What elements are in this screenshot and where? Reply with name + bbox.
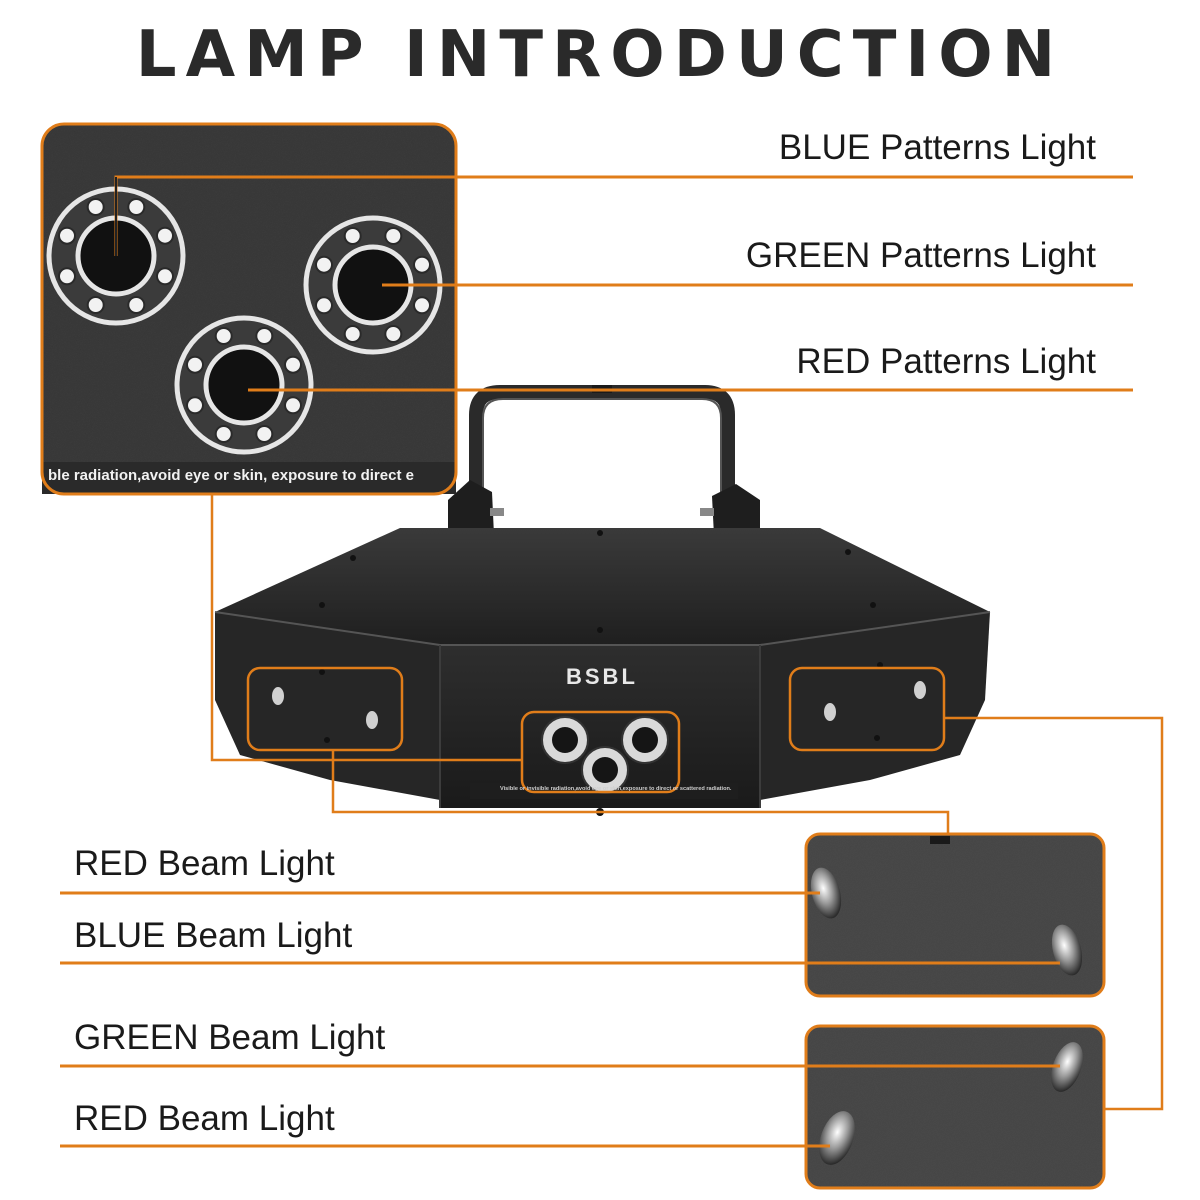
- led-dot: [413, 255, 431, 274]
- led-dot: [343, 227, 362, 245]
- label-red-beam-2: RED Beam Light: [74, 1099, 335, 1138]
- led-dot: [284, 355, 302, 374]
- led-dot: [86, 296, 105, 314]
- device-highlight-boxes: [246, 666, 946, 794]
- led-dot: [255, 425, 274, 443]
- led-dot: [58, 226, 76, 245]
- page-title: LAMP INTRODUCTION: [135, 18, 1065, 92]
- left-beam-lenses: [272, 669, 378, 743]
- front-warning-text: Visible or invisible radiation,avoid eye…: [500, 786, 732, 792]
- label-red-patterns: RED Patterns Light: [796, 342, 1096, 381]
- label-blue-beam: BLUE Beam Light: [74, 916, 353, 955]
- led-dot: [86, 198, 105, 216]
- mounting-bracket: [448, 385, 760, 550]
- led-dot: [156, 267, 174, 286]
- led-dot: [186, 396, 204, 415]
- led-dot: [156, 226, 174, 245]
- right-beam-lenses: [824, 662, 926, 741]
- beam-zoom-panel-2: [804, 1024, 1106, 1190]
- label-green-patterns: GREEN Patterns Light: [745, 236, 1096, 275]
- brand-label: BSBL: [566, 664, 638, 689]
- label-red-beam-1: RED Beam Light: [74, 844, 335, 883]
- led-dot: [343, 325, 362, 343]
- led-dot: [315, 296, 333, 315]
- beam-zoom-panel-1: [804, 832, 1106, 998]
- led-dot: [58, 267, 76, 286]
- front-pattern-lenses: [541, 716, 669, 794]
- zoom-pattern-lenses: [46, 186, 443, 455]
- label-blue-patterns: BLUE Patterns Light: [778, 128, 1096, 167]
- led-dot: [127, 198, 146, 216]
- green-pattern-lens: [303, 215, 443, 355]
- led-dot: [214, 425, 233, 443]
- led-dot: [384, 325, 403, 343]
- led-dot: [186, 355, 204, 374]
- red-pattern-lens: [174, 315, 314, 455]
- label-green-beam: GREEN Beam Light: [74, 1018, 386, 1057]
- led-dot: [384, 227, 403, 245]
- led-dot: [284, 396, 302, 415]
- zoom-warning-text: ble radiation,avoid eye or skin, exposur…: [48, 467, 414, 484]
- led-dot: [255, 327, 274, 345]
- leader-lines: [60, 175, 1164, 1148]
- led-dot: [413, 296, 431, 315]
- led-dot: [315, 255, 333, 274]
- led-dot: [214, 327, 233, 345]
- led-dot: [127, 296, 146, 314]
